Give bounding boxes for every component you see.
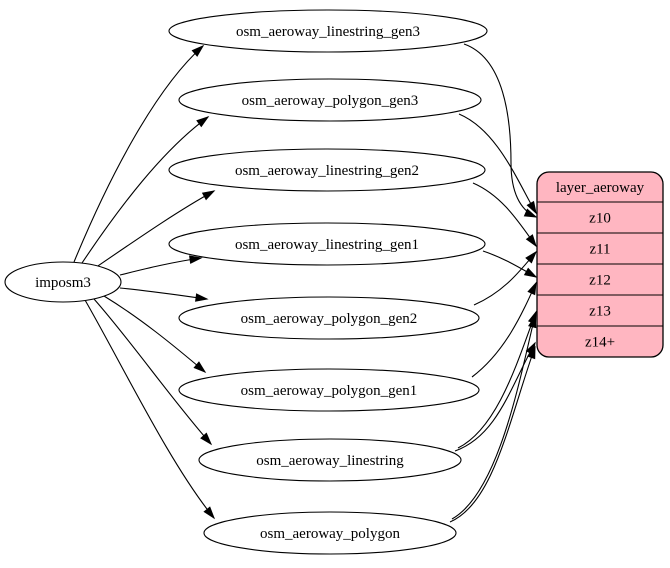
- node-ellipse: [168, 222, 486, 266]
- table-node-osm_aeroway_linestring_gen3: osm_aeroway_linestring_gen3: [168, 9, 488, 53]
- edge-imposm3-to-osm_aeroway_linestring_gen1: [119, 255, 203, 276]
- node-label: osm_aeroway_polygon_gen1: [241, 383, 418, 399]
- table-node-osm_aeroway_polygon_gen1: osm_aeroway_polygon_gen1: [178, 368, 480, 412]
- edge-osm_aeroway_polygon-to-z14+: [449, 345, 536, 523]
- edge-imposm3-to-osm_aeroway_polygon_gen1: [103, 295, 207, 374]
- node-label: imposm3: [35, 275, 91, 291]
- edge-line: [73, 45, 204, 263]
- arrowhead-icon: [191, 44, 205, 57]
- node-ellipse: [168, 148, 486, 192]
- layer-node-title: layer_aeroway: [556, 180, 645, 196]
- edge-line: [451, 315, 536, 520]
- edge-osm_aeroway_polygon_gen1-to-z12: [471, 281, 537, 378]
- arrowhead-icon: [201, 190, 216, 201]
- edge-line: [119, 287, 208, 300]
- table-node-osm_aeroway_polygon_gen2: osm_aeroway_polygon_gen2: [178, 296, 480, 340]
- layer-row-label-z13: z13: [589, 304, 611, 320]
- arrowhead-icon: [195, 293, 209, 302]
- edge-osm_aeroway_polygon-to-z13: [451, 314, 537, 520]
- node-ellipse: [178, 78, 482, 122]
- table-node-osm_aeroway_linestring_gen2: osm_aeroway_linestring_gen2: [168, 148, 486, 192]
- node-ellipse: [178, 368, 480, 412]
- edge-line: [119, 257, 202, 276]
- node-ellipse: [168, 9, 488, 53]
- layer-row-label-z10: z10: [589, 211, 611, 227]
- edge-line: [463, 43, 537, 218]
- source-node-imposm3: imposm3: [4, 261, 122, 303]
- edge-line: [449, 346, 536, 523]
- layer-row-label-z14+: z14+: [585, 335, 615, 351]
- node-label: osm_aeroway_polygon_gen2: [241, 311, 418, 327]
- table-node-osm_aeroway_linestring: osm_aeroway_linestring: [198, 438, 462, 482]
- layer-row-label-z12: z12: [589, 273, 611, 289]
- node-ellipse: [203, 511, 457, 555]
- node-label: osm_aeroway_polygon: [260, 526, 400, 542]
- edge-osm_aeroway_polygon_gen2-to-z11: [473, 250, 538, 306]
- arrowhead-icon: [200, 432, 213, 446]
- layer-row-label-z11: z11: [589, 242, 610, 258]
- arrowhead-icon: [527, 345, 536, 360]
- edge-imposm3-to-osm_aeroway_polygon_gen3: [79, 116, 210, 267]
- edge-osm_aeroway_linestring_gen3-to-z10: [463, 43, 538, 218]
- edge-line: [454, 342, 536, 452]
- arrowhead-icon: [193, 361, 207, 374]
- edge-line: [103, 295, 206, 373]
- edge-osm_aeroway_polygon_gen3-to-z10: [458, 113, 537, 215]
- node-label: osm_aeroway_linestring_gen1: [235, 237, 419, 253]
- arrowhead-icon: [523, 208, 538, 218]
- edge-line: [84, 299, 215, 519]
- edge-imposm3-to-osm_aeroway_linestring: [93, 298, 213, 446]
- edge-line: [457, 311, 537, 449]
- node-label: osm_aeroway_linestring: [256, 453, 404, 469]
- node-label: osm_aeroway_linestring_gen2: [235, 163, 419, 179]
- arrowhead-icon: [525, 234, 537, 248]
- edge-imposm3-to-osm_aeroway_linestring_gen2: [91, 190, 216, 271]
- arrowhead-icon: [525, 250, 538, 264]
- arrowhead-icon: [189, 255, 203, 264]
- layer-node-layer_aeroway: layer_aeroway: [536, 171, 664, 358]
- node-ellipse: [198, 438, 462, 482]
- edge-line: [93, 298, 212, 445]
- edge-imposm3-to-osm_aeroway_polygon_gen2: [119, 287, 209, 302]
- node-ellipse: [178, 296, 480, 340]
- arrowhead-icon: [526, 200, 537, 215]
- edge-line: [471, 282, 537, 378]
- edge-osm_aeroway_linestring_gen2-to-z11: [472, 182, 537, 248]
- table-node-osm_aeroway_polygon: osm_aeroway_polygon: [203, 511, 457, 555]
- arrowhead-icon: [527, 281, 537, 296]
- edge-imposm3-to-osm_aeroway_linestring_gen3: [73, 44, 205, 263]
- edge-line: [79, 116, 209, 267]
- table-node-osm_aeroway_polygon_gen3: osm_aeroway_polygon_gen3: [178, 78, 482, 122]
- edge-line: [91, 190, 215, 271]
- arrowhead-icon: [203, 506, 216, 520]
- table-node-osm_aeroway_linestring_gen1: osm_aeroway_linestring_gen1: [168, 222, 486, 266]
- arrowhead-icon: [196, 116, 210, 128]
- node-ellipse: [4, 261, 122, 303]
- arrowhead-icon: [528, 314, 537, 329]
- node-label: osm_aeroway_linestring_gen3: [236, 24, 420, 40]
- node-label: osm_aeroway_polygon_gen3: [242, 93, 419, 109]
- edge-osm_aeroway_linestring_gen1-to-z12: [482, 250, 538, 278]
- edge-line: [458, 113, 537, 214]
- arrowhead-icon: [523, 267, 538, 278]
- edge-imposm3-to-osm_aeroway_polygon: [84, 299, 216, 520]
